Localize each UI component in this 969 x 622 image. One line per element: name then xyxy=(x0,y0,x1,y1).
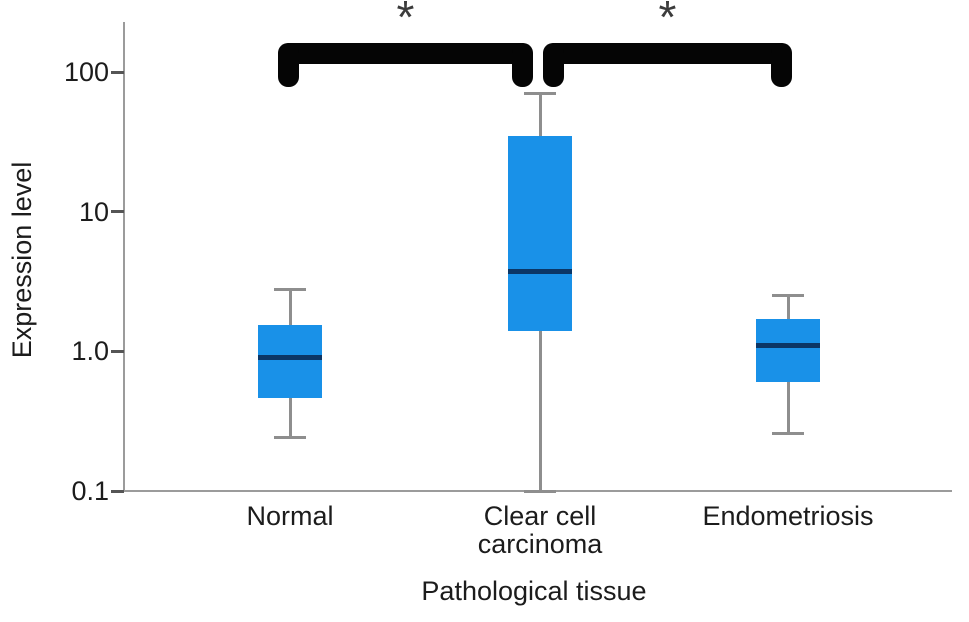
box-whisker-cap-top xyxy=(524,92,556,96)
box-median-line xyxy=(508,269,572,275)
box-whisker-cap-top xyxy=(274,288,306,292)
y-tick xyxy=(111,70,124,74)
x-category-label: Clear cell carcinoma xyxy=(477,501,603,559)
box-whisker-cap-bottom xyxy=(524,489,556,493)
bracket-leg-left xyxy=(543,43,564,87)
y-axis-line xyxy=(123,22,125,492)
significance-bracket xyxy=(543,43,792,87)
box-median-line xyxy=(258,355,322,361)
y-tick xyxy=(111,210,124,214)
box xyxy=(258,324,322,399)
y-tick-label: 10 xyxy=(78,196,109,227)
box-median-line xyxy=(756,343,820,349)
box-whisker-cap-bottom xyxy=(772,431,804,435)
significance-asterisk: * xyxy=(396,0,415,43)
y-tick-label: 100 xyxy=(63,57,109,87)
y-tick-label: 0.1 xyxy=(71,476,109,506)
box-whisker-cap-bottom xyxy=(274,436,306,440)
box-whisker-cap-top xyxy=(772,294,804,298)
y-tick xyxy=(111,489,124,493)
box xyxy=(756,319,820,383)
box xyxy=(508,135,572,331)
significance-asterisk: * xyxy=(658,0,677,43)
x-category-label: Endometriosis xyxy=(702,501,874,531)
bracket-bar xyxy=(543,43,792,64)
bracket-leg-right xyxy=(771,43,792,87)
bracket-leg-right xyxy=(512,43,533,87)
x-axis-title: Pathological tissue xyxy=(421,576,647,606)
x-category-label: Normal xyxy=(246,501,334,531)
bracket-bar xyxy=(278,43,533,64)
bracket-leg-left xyxy=(278,43,299,87)
y-tick xyxy=(111,349,124,353)
y-tick-label: 1.0 xyxy=(71,336,109,367)
significance-bracket xyxy=(278,43,533,87)
